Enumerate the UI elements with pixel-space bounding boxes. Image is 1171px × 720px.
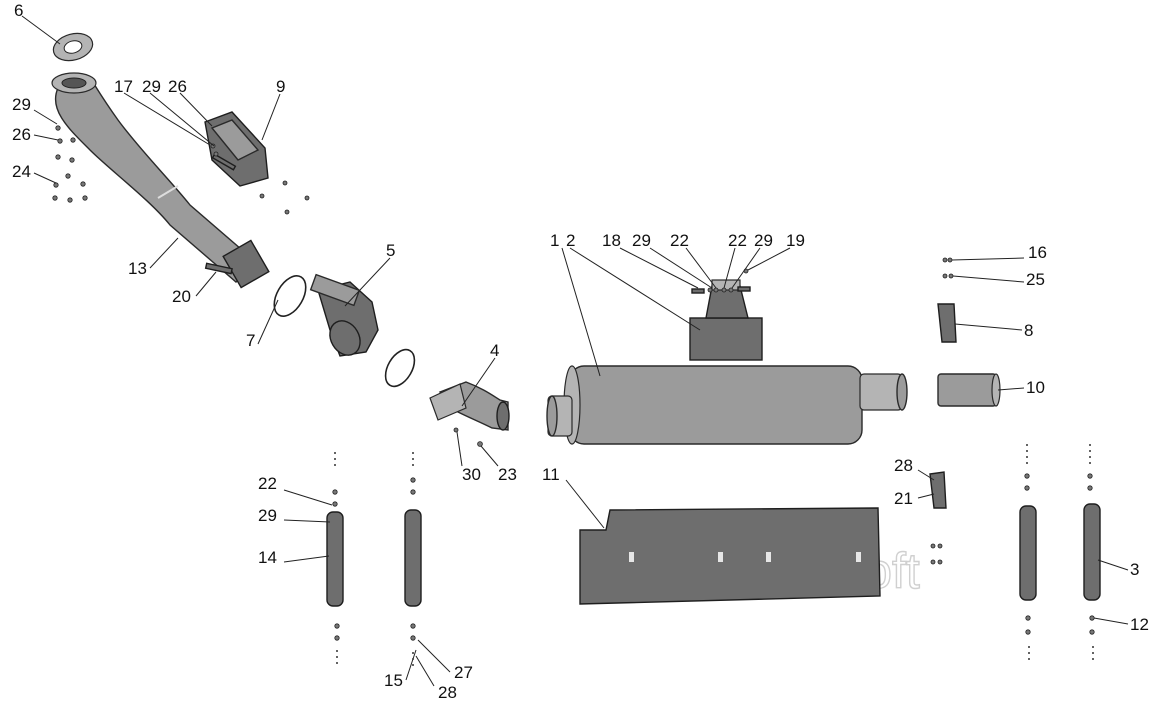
label-28-right: 28 — [894, 456, 913, 475]
label-26-left: 26 — [12, 125, 31, 144]
label-25: 25 — [1026, 270, 1045, 289]
label-1: 1 — [550, 231, 559, 250]
muffler-bracket-2 — [689, 279, 763, 361]
label-10: 10 — [1026, 378, 1045, 397]
label-6: 6 — [14, 1, 23, 20]
callout-labels: 6 29 26 24 17 29 26 9 13 20 7 5 4 30 23 … — [12, 1, 1149, 702]
label-16: 16 — [1028, 243, 1047, 262]
label-29-mid: 29 — [632, 231, 651, 250]
clamp-strap-14 — [326, 452, 344, 668]
label-2: 2 — [566, 231, 575, 250]
label-26-top: 26 — [168, 77, 187, 96]
label-30: 30 — [462, 465, 481, 484]
label-7: 7 — [246, 331, 255, 350]
muffler-1 — [546, 365, 908, 445]
label-17: 17 — [114, 77, 133, 96]
gasket-6 — [52, 32, 94, 62]
gasket-ring-7 — [273, 275, 307, 317]
label-22-right: 22 — [728, 231, 747, 250]
label-27: 27 — [454, 663, 473, 682]
label-11: 11 — [542, 465, 560, 484]
clamp-strap-15 — [404, 452, 422, 668]
heat-shield-11 — [579, 507, 881, 605]
fastener-dots-left — [52, 125, 88, 203]
label-4: 4 — [490, 341, 499, 360]
label-20: 20 — [172, 287, 191, 306]
clamp-block-21 — [929, 471, 947, 565]
bracket-9 — [204, 111, 310, 215]
label-5: 5 — [386, 241, 395, 260]
gasket-ring-upper — [384, 348, 416, 388]
label-23: 23 — [498, 465, 517, 484]
label-29-right: 29 — [754, 231, 773, 250]
label-29-lower: 29 — [258, 506, 277, 525]
bracket-bolts — [691, 268, 751, 294]
label-12: 12 — [1130, 615, 1149, 634]
label-3: 3 — [1130, 560, 1139, 579]
elbow-pipe-4 — [429, 381, 510, 447]
label-28-bottom: 28 — [438, 683, 457, 702]
label-21: 21 — [894, 489, 913, 508]
exhaust-brake-5 — [309, 273, 379, 357]
label-29-left: 29 — [12, 95, 31, 114]
tail-pipe-10 — [937, 373, 1001, 407]
stud-20 — [204, 262, 233, 275]
label-29-top: 29 — [142, 77, 161, 96]
label-18: 18 — [602, 231, 621, 250]
clamp-strap-3a — [1019, 444, 1037, 664]
leader-lines — [21, 15, 1129, 687]
label-15: 15 — [384, 671, 403, 690]
label-19: 19 — [786, 231, 805, 250]
label-14: 14 — [258, 548, 277, 567]
label-13: 13 — [128, 259, 147, 278]
label-24: 24 — [12, 162, 31, 181]
label-8: 8 — [1024, 321, 1033, 340]
label-9: 9 — [276, 77, 285, 96]
exhaust-pipe-13 — [51, 72, 270, 289]
clamp-block-8 — [937, 257, 957, 343]
clamp-strap-3b — [1083, 444, 1101, 664]
bolt-17 — [210, 143, 237, 171]
label-22-left: 22 — [258, 474, 277, 493]
label-22-mid: 22 — [670, 231, 689, 250]
